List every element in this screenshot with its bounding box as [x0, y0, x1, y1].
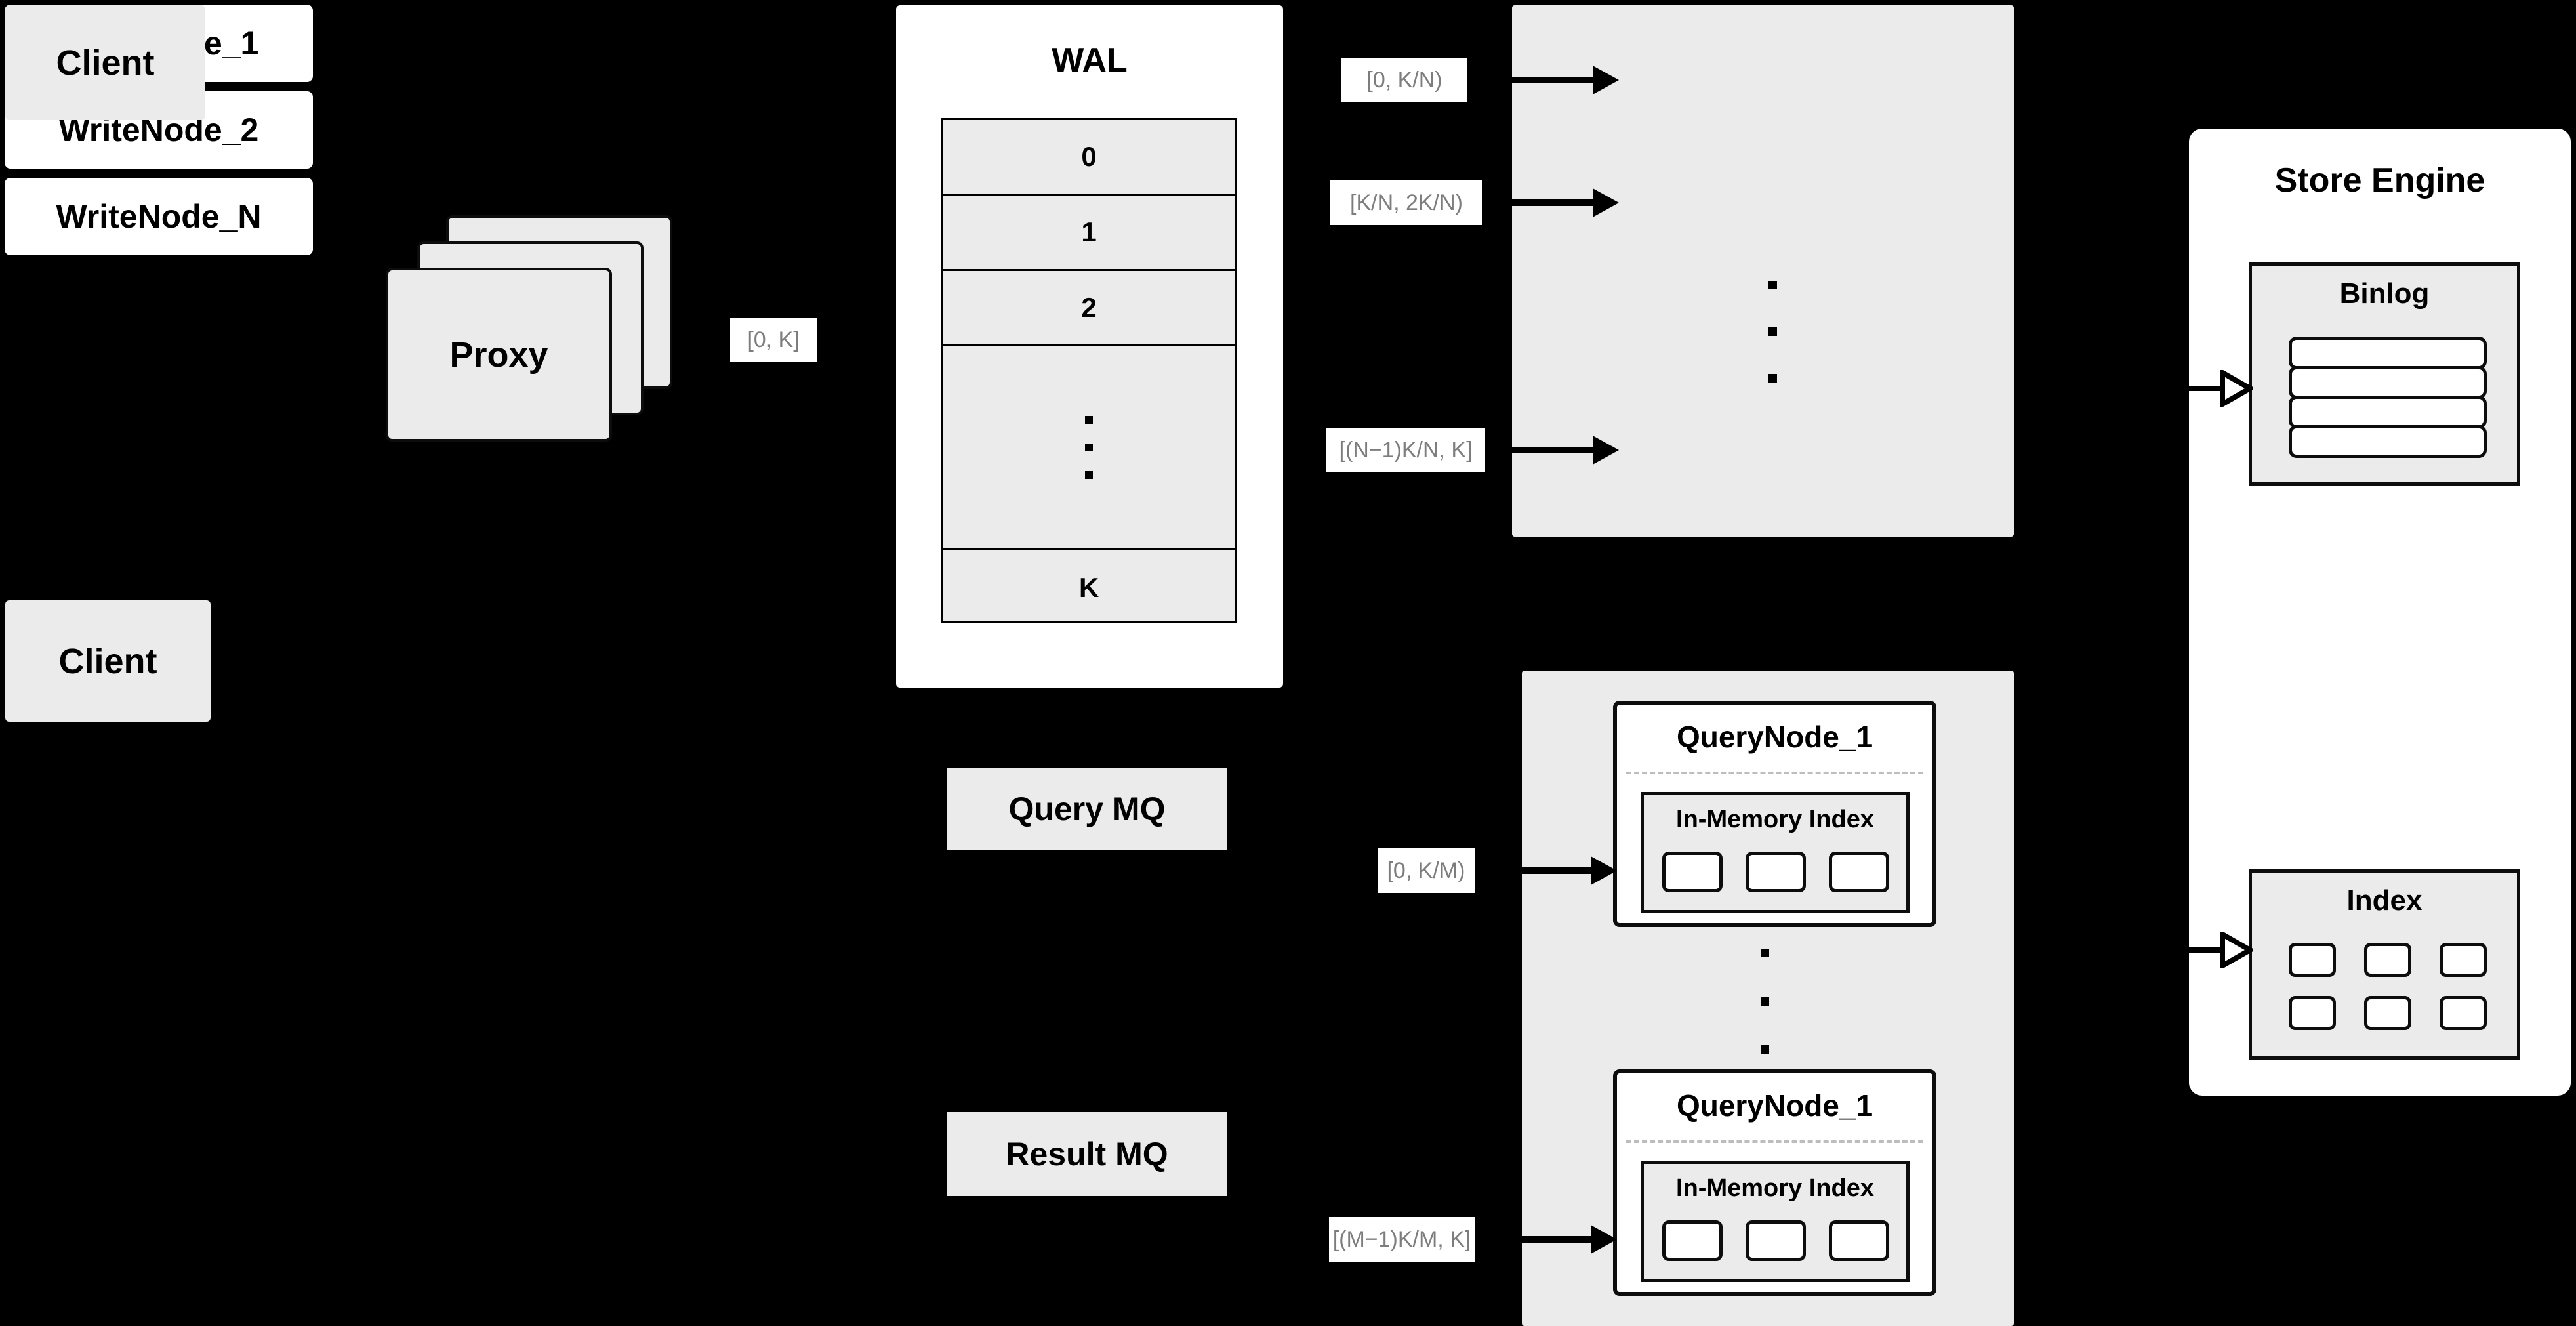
wal-row: 1	[943, 196, 1235, 271]
write-node-label: WriteNode_N	[56, 198, 262, 235]
index-cell	[2440, 942, 2487, 977]
client-label: Client	[56, 43, 155, 83]
binlog-row	[2289, 337, 2487, 369]
binlog-row	[2289, 425, 2487, 458]
wal-row: 2	[943, 271, 1235, 346]
open-arrowhead-icon	[2220, 932, 2253, 968]
write-node-2-range-label: [K/N, 2K/N)	[1330, 180, 1482, 225]
client-box-1[interactable]: Client	[5, 5, 205, 120]
binlog-row	[2289, 366, 2487, 399]
in-memory-index-cells	[1662, 852, 1889, 892]
index-cell	[1829, 1220, 1889, 1261]
index-cell	[2288, 995, 2336, 1030]
write-node-cluster	[1512, 5, 2014, 537]
binlog-panel: Binlog	[2249, 262, 2520, 486]
query-node-m-range-label: [(M−1)K/M, K]	[1329, 1217, 1475, 1262]
result-mq-box[interactable]: Result MQ	[947, 1112, 1227, 1196]
in-memory-index-cells	[1662, 1220, 1889, 1261]
index-cell	[1746, 852, 1806, 892]
query-node-ellipsis	[1760, 949, 1769, 1054]
write-node-n[interactable]: WriteNode_N	[0, 173, 317, 260]
query-mq-label: Query MQ	[1008, 790, 1166, 827]
query-mq-box[interactable]: Query MQ	[947, 768, 1227, 850]
index-cell	[2363, 995, 2411, 1030]
wal-row-table: 0 1 2 K	[941, 118, 1237, 623]
index-cell	[1746, 1220, 1806, 1261]
wal-row-label: K	[1078, 571, 1099, 603]
index-cell	[1662, 852, 1723, 892]
wal-title: WAL	[1052, 41, 1128, 79]
query-node-m[interactable]: QueryNode_1 In-Memory Index	[1613, 1069, 1936, 1296]
wal-row-label: 2	[1081, 292, 1097, 323]
wal-row-ellipsis	[943, 346, 1235, 550]
wal-row: 0	[943, 120, 1235, 196]
write-node-n-range-label: [(N−1)K/N, K]	[1326, 428, 1485, 472]
index-cell	[2363, 942, 2411, 977]
wal-row-label: 0	[1081, 141, 1097, 172]
wal-row-label: 1	[1081, 217, 1097, 247]
in-memory-index-panel: In-Memory Index	[1641, 792, 1910, 913]
index-cell	[2288, 942, 2336, 977]
index-cell	[2440, 995, 2487, 1030]
binlog-rows	[2289, 337, 2487, 458]
in-memory-index-title: In-Memory Index	[1676, 1174, 1874, 1202]
in-memory-index-panel: In-Memory Index	[1641, 1161, 1910, 1282]
index-cell	[1662, 1220, 1723, 1261]
client-label: Client	[58, 641, 157, 681]
query-node-separator	[1626, 772, 1923, 774]
binlog-title: Binlog	[2339, 278, 2430, 310]
index-panel: Index	[2249, 869, 2520, 1060]
proxy-label: Proxy	[449, 335, 548, 375]
store-engine-title: Store Engine	[2274, 161, 2485, 199]
proxy-box[interactable]: Proxy	[386, 268, 612, 442]
index-cells-grid	[2278, 937, 2497, 1035]
proxy-range-label: [0, K]	[730, 318, 817, 362]
open-arrowhead-icon	[2220, 370, 2253, 407]
in-memory-index-title: In-Memory Index	[1676, 806, 1874, 833]
query-node-1-range-label: [0, K/M)	[1378, 848, 1475, 893]
write-node-ellipsis	[1768, 281, 1777, 383]
query-node-1[interactable]: QueryNode_1 In-Memory Index	[1613, 701, 1936, 927]
client-box-2[interactable]: Client	[5, 600, 211, 722]
query-node-title: QueryNode_1	[1676, 1088, 1873, 1123]
wal-row: K	[943, 550, 1235, 625]
write-node-1-range-label: [0, K/N)	[1341, 58, 1467, 102]
query-node-title: QueryNode_1	[1676, 720, 1873, 754]
query-node-separator	[1626, 1140, 1923, 1143]
binlog-row	[2289, 396, 2487, 428]
index-title: Index	[2346, 884, 2423, 917]
result-mq-label: Result MQ	[1006, 1136, 1168, 1172]
index-cell	[1829, 852, 1889, 892]
